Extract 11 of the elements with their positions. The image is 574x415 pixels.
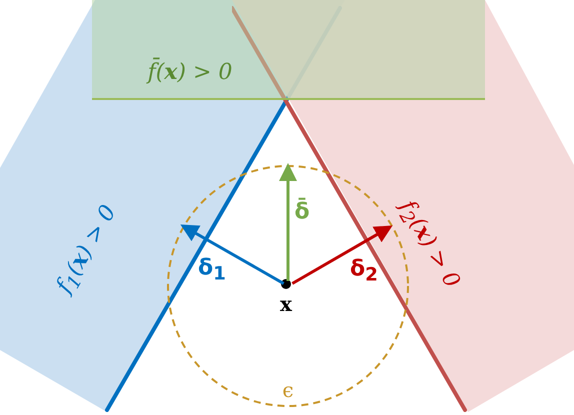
vector-arrow [180,224,284,285]
inequality-label: f̄(x) > 0 [148,59,232,85]
radius-label: ϵ [282,378,294,402]
edge-label: δ$_{2}$ [350,256,378,286]
vector-arrow [292,226,393,285]
half-plane-region [232,0,574,412]
edge-label: δ̄ [294,200,310,224]
point-label: x [280,292,292,316]
edge-label: δ$_{1}$ [198,255,226,285]
half-plane-region [92,0,485,100]
vector-arrow [279,163,297,281]
